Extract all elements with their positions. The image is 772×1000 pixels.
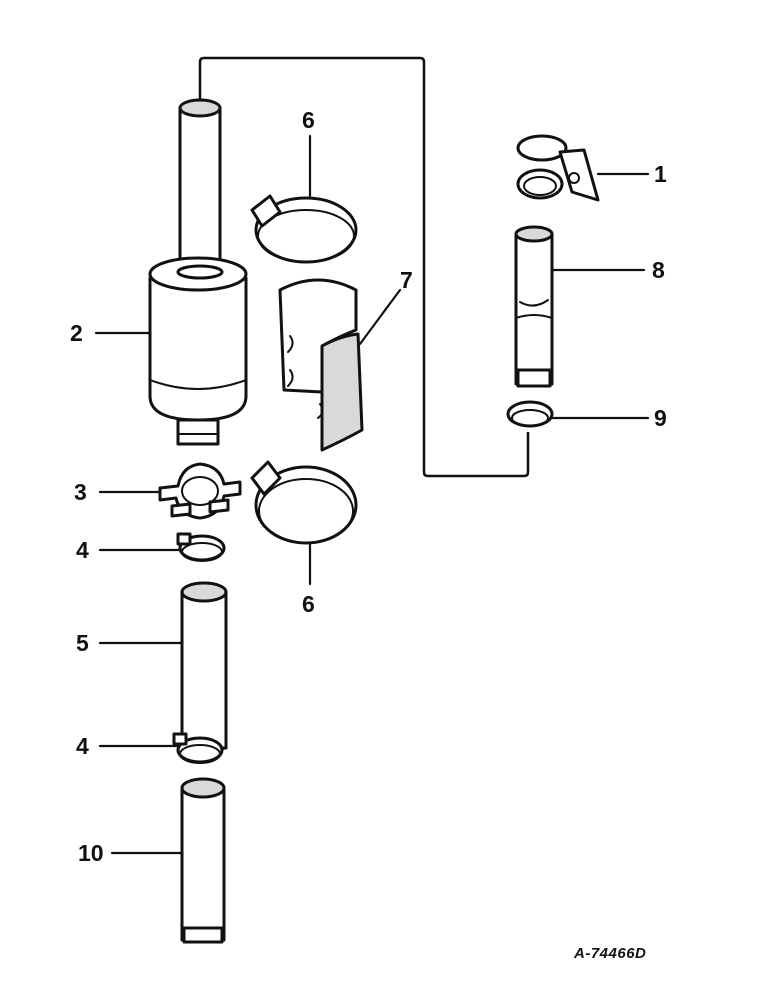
rain-cap xyxy=(516,134,600,202)
heat-shield xyxy=(278,278,364,452)
mounting-clamp xyxy=(158,462,242,520)
callout-1: 1 xyxy=(654,161,667,187)
stack-clamp xyxy=(506,400,554,428)
assembly-connector-line xyxy=(198,56,530,478)
callout-5: 5 xyxy=(76,630,89,656)
callout-4-lower: 4 xyxy=(76,733,89,759)
callout-6-upper: 6 xyxy=(302,107,315,133)
hose-clamp-lower xyxy=(172,732,224,764)
pipe-section xyxy=(180,581,228,753)
leader-7 xyxy=(358,288,402,346)
callout-7: 7 xyxy=(400,267,413,293)
hose-clamp-upper xyxy=(176,532,226,562)
callout-9: 9 xyxy=(654,405,667,431)
figure-reference: A-74466D xyxy=(573,945,646,962)
callout-8: 8 xyxy=(652,257,665,283)
callout-10: 10 xyxy=(78,840,104,866)
callout-3: 3 xyxy=(74,479,87,505)
stack-pipe xyxy=(514,225,554,388)
tailpipe xyxy=(180,777,226,944)
muffler xyxy=(148,98,248,446)
callout-2: 2 xyxy=(70,320,83,346)
band-clamp-lower xyxy=(250,460,358,545)
band-clamp-upper xyxy=(250,194,358,264)
callout-6-lower: 6 xyxy=(302,591,315,617)
callout-4-upper: 4 xyxy=(76,537,89,563)
